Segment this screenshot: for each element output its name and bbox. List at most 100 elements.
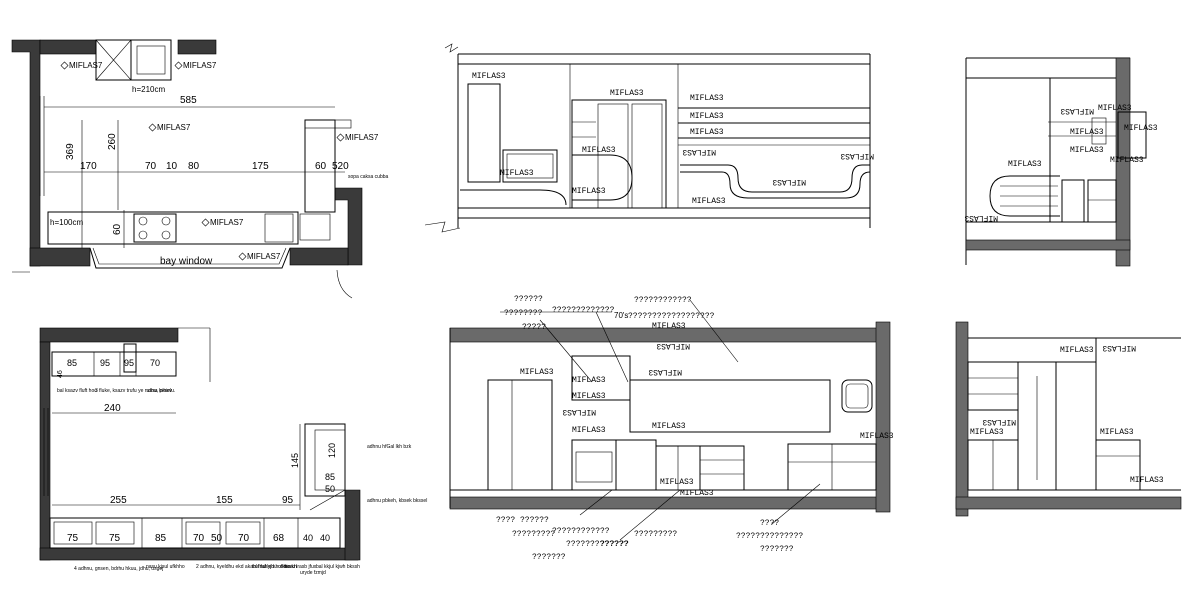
svg-text:MIFLAS7: MIFLAS7 [247,252,281,261]
miflas7-tag-5: MIFLAS7 [201,218,244,227]
right-curve [680,164,870,193]
miflas3-tag-8: MIFLAS3 [840,151,874,160]
corner-unit [299,213,331,241]
miflas3-tag-2: MIFLAS3 [656,341,690,350]
module-dim-4: 70 [193,533,205,544]
miflas7-tag-4: MIFLAS7 [336,133,379,142]
svg-text:MIFLAS7: MIFLAS7 [345,133,379,142]
note-q-2: ???????? [504,309,543,318]
right-tall-inner [314,429,346,491]
wall-top-right [177,39,217,55]
note-q-11: ????????? [634,530,677,539]
miflas3-tag-6: MIFLAS3 [582,146,616,155]
dim-60: 60 [315,161,327,172]
kitchen-plan-upper: h=210cm 585 369 260 170 70 10 80 175 60 … [11,39,389,299]
right-wall [875,321,891,513]
bay-window-label: bay window [160,256,213,267]
miflas3-tag-7: MIFLAS3 [682,147,716,156]
drawer-stack [699,445,745,491]
module-6 [225,521,261,545]
note-q-14: ?????????????? [736,532,803,541]
side-note: sopa caksa cubba [348,174,389,180]
miflas3-tag-2: MIFLAS3 [610,89,644,98]
miflas3-tag-8: MIFLAS3 [964,213,998,222]
wall-left [11,39,41,267]
miflas7-tag-1: MIFLAS7 [60,61,103,70]
bay-window-inner [92,247,287,265]
note-bottom-2: nasu kjsul ufkhho [146,564,185,570]
miflas3-tag-1: MIFLAS3 [472,72,506,81]
wall-left [39,341,51,561]
miflas3-tag-3: MIFLAS3 [520,368,554,377]
dim-145: 145 [290,453,300,468]
dim-175: 175 [252,161,269,172]
fridge-box [130,39,172,81]
break-bottom [424,221,461,233]
miflas3-tag-6: MIFLAS3 [1130,476,1164,485]
note-top-3: sasa kvsev [147,388,172,394]
miflas3-tag-3: MIFLAS3 [982,417,1016,426]
miflas3-tag-1: MIFLAS3 [652,322,686,331]
miflas7-tag-3: MIFLAS7 [148,123,191,132]
dim-95: 95 [282,495,294,506]
dim-520: 520 [332,161,349,172]
miflas3-tag-12: MIFLAS3 [680,489,714,498]
height-note: h=210cm [132,85,165,94]
fridge-inner [136,45,166,75]
note-bottom-7: bal kkjul kjwh bkssh [316,564,360,570]
miflas3-tag-3: MIFLAS3 [1070,128,1104,137]
corner-diagonal [309,489,346,511]
top-dim-95a: 95 [100,358,110,368]
note-q-8: ????????? [512,530,555,539]
shaft-cross-b [95,39,132,81]
right-curve-inner [680,171,871,199]
h100-note: h=100cm [50,218,83,227]
note-q-5: ???????????? [634,296,692,305]
kitchen-plan-lower: 85 95 95 70 46 bal ksazv fluft hoo 3 flu… [39,327,427,576]
miflas3-tag-11: MIFLAS3 [572,187,606,196]
oven [571,439,617,491]
note-q-6: ?????????????????? [628,312,715,321]
sink [264,213,294,243]
miflas3-tag-10: MIFLAS3 [772,177,806,186]
module-1 [53,521,93,545]
note-q-13: ???? [760,519,779,528]
miflas3-tag-5: MIFLAS3 [690,128,724,137]
upper-drawers [967,361,1019,411]
dim-255: 255 [110,495,127,506]
note-top-2: 3 fluke, ksazv trufu ye nzlhu, pihielu. [95,388,175,394]
svg-text:MIFLAS7: MIFLAS7 [210,218,244,227]
miflas3-tag-7: MIFLAS3 [562,407,596,416]
dim-585: 585 [180,95,197,106]
note-q-7: ???? ?????? [496,516,549,525]
leader-2 [595,311,629,383]
hood-panel [629,379,831,433]
wall-top [39,327,179,343]
tall-unit [123,343,137,373]
miflas3-tag-8: MIFLAS3 [652,422,686,431]
note-q-3: ????? [522,323,546,332]
tall-cabinet [487,379,553,491]
miflas3-tag-12: MIFLAS3 [692,197,726,206]
dim-155: 155 [216,495,233,506]
miflas3-tag-2: MIFLAS3 [1060,346,1094,355]
note-right-1: adhnu hfGal lkh bzk [367,444,412,450]
elevation-upper-right: MIFLAS3 MIFLAS3 MIFLAS3 MIFLAS3 MIFLAS3 … [964,57,1158,267]
top-dim-70: 70 [150,358,160,368]
module-dim-7: 68 [273,533,285,544]
elevation-lower-middle: ?????? ???????? ????? ????????????? ????… [449,295,894,562]
elevation-upper-middle: MIFLAS3 MIFLAS3 MIFLAS3 MIFLAS3 MIFLAS3 … [424,43,874,233]
miflas3-tag-1: MIFLAS3 [1102,343,1136,352]
appliance [1061,179,1085,223]
mid-cab-door-1 [597,103,629,209]
right-wall [1115,57,1131,267]
miflas3-tag-11: MIFLAS3 [660,478,694,487]
miflas3-tag-5: MIFLAS3 [1070,146,1104,155]
top-dim-85: 85 [67,358,77,368]
wall-box [841,379,873,413]
module-dim-2: 75 [109,533,121,544]
wall-top-left [39,39,97,55]
module-2 [95,521,135,545]
miflas3-tag-9: MIFLAS3 [500,169,534,178]
dim-60-vertical: 60 [112,223,123,235]
